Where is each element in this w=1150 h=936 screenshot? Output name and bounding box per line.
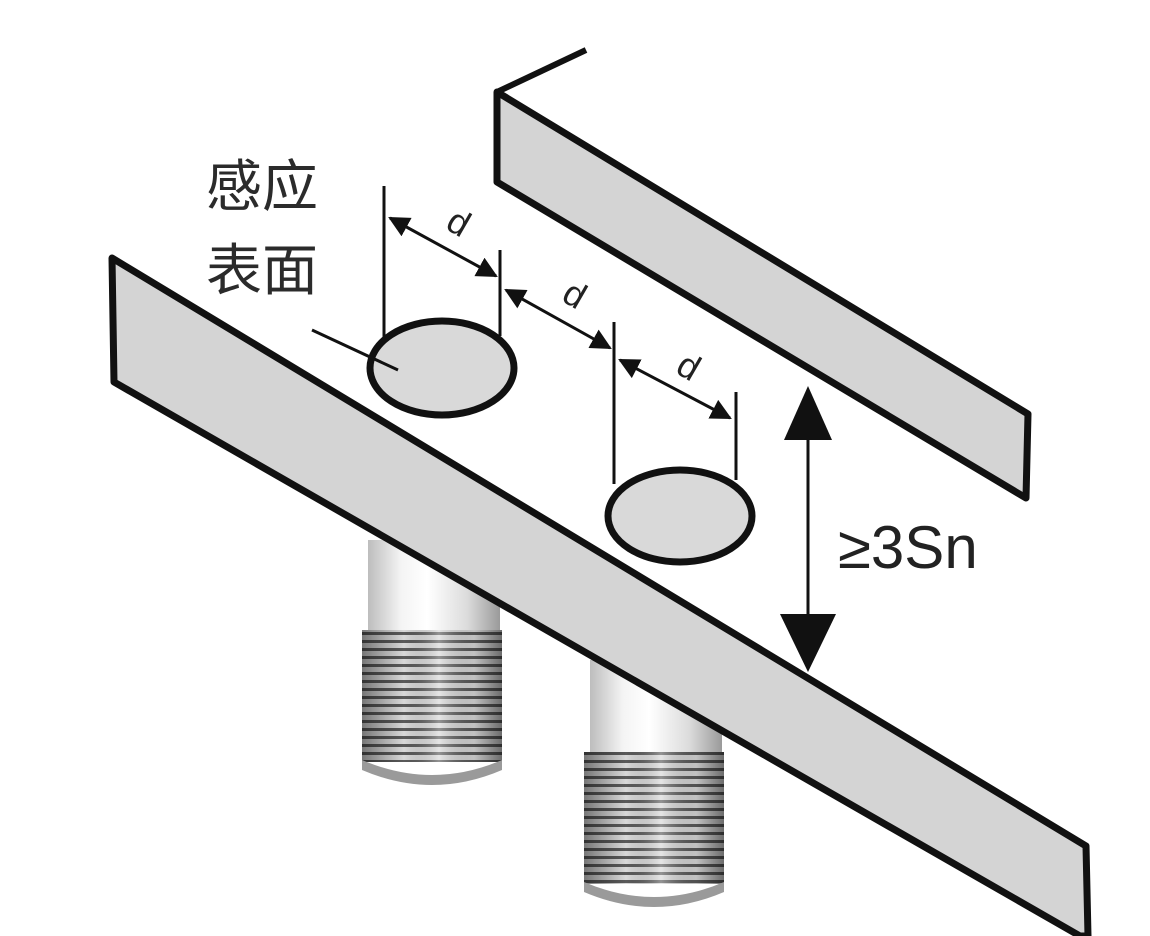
arrow-d1 [388,216,498,278]
sensing-surface-leader [311,328,399,372]
back-plate [493,47,1032,502]
arrow-d2 [504,288,612,350]
sensing-surface-label-line2: 表面 [206,239,318,304]
gap-arrow [780,386,836,672]
dimension-arrows [388,216,732,420]
dimension-extension-lines [382,186,738,484]
gap-min-label: ≥3Sn [838,514,978,581]
label-d3: d [670,343,708,389]
sensing-surface-label-line1: 感应 [206,155,318,220]
sensor-2-face [604,466,756,566]
sensor-2-body [584,660,724,907]
label-d1: d [440,199,478,245]
arrow-d3 [618,358,732,420]
label-d2: d [556,271,594,317]
front-plate [108,254,1092,936]
sensor-1-face [366,317,518,419]
